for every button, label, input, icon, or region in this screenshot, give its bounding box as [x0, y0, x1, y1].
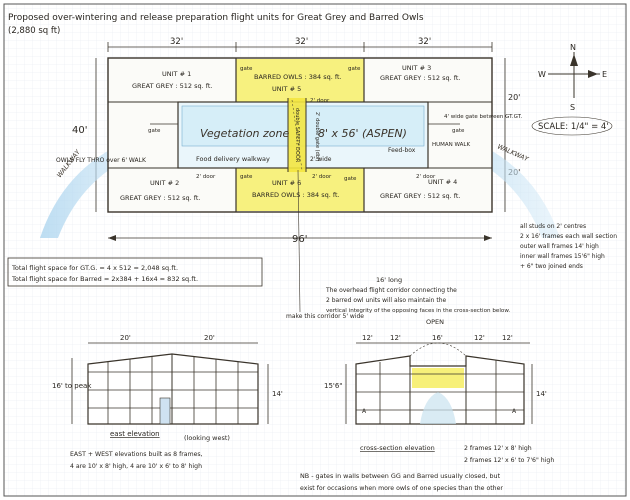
footnote-1: NB - gates in walls between GG and Barre…: [300, 472, 501, 480]
unit-6-label: BARRED OWLS : 384 sq. ft.: [252, 191, 340, 199]
unit-3-name: UNIT # 3: [402, 64, 431, 72]
east-elevation-label: east elevation: [110, 430, 160, 438]
cross-dim-1: 12': [362, 334, 373, 342]
east-dim-2: 20': [204, 334, 215, 342]
unit-1-name: UNIT # 1: [162, 70, 191, 78]
scale-label: SCALE: 1/4" = 4': [538, 122, 609, 132]
compass-w: W: [538, 70, 546, 79]
compass-s: S: [570, 103, 575, 112]
wall-note-4: inner wall frames 15'6" high: [520, 253, 605, 260]
cross-line-1: 2 frames 12' x 8' high: [464, 445, 532, 452]
total-great-grey: Total flight space for GT.G. = 4 x 512 =…: [11, 264, 178, 272]
vegetation-zone-label: Vegetation zone: [200, 127, 289, 140]
unit-3-label: GREAT GREY : 512 sq. ft.: [380, 74, 461, 82]
unit-2-label: GREAT GREY : 512 sq. ft.: [120, 194, 201, 202]
internal-walls: [108, 58, 492, 212]
safety-door-label: double SAFETY DOOR: [294, 108, 300, 163]
top-dimension: [107, 42, 493, 52]
door-1: 2' door: [310, 98, 330, 104]
length-dimension: [108, 235, 492, 241]
wall-note-3: outer wall frames 14' high: [520, 243, 599, 250]
double-gate-label: 2' double gate (dbl): [314, 112, 320, 161]
gate-1: gate: [240, 66, 253, 72]
cross-open: OPEN: [426, 318, 444, 326]
corridor-leader: [297, 169, 301, 313]
dim-right-1: 20': [508, 93, 520, 102]
unit-4-name: UNIT # 4: [428, 178, 457, 186]
wall-note-1: all studs on 2' centres: [520, 223, 586, 230]
wall-note-5: + 6" two joined ends: [520, 263, 583, 270]
human-walk-label: HUMAN WALK: [432, 142, 470, 148]
gate-5: gate: [148, 128, 161, 134]
dim-top-1: 32': [170, 37, 183, 47]
door-4: 2' door: [416, 174, 436, 180]
corridor-line-3: vertical integrity of the opposing faces…: [326, 308, 510, 314]
compass-n: N: [570, 43, 576, 52]
dim-top-2: 32': [295, 37, 308, 47]
gate-3: gate: [240, 174, 253, 180]
east-elevation-sub: (looking west): [184, 434, 230, 442]
east-note-1: EAST + WEST elevations built as 8 frames…: [70, 451, 203, 458]
left-walk-note: OWLS FLY THRO over 6' WALK: [56, 157, 147, 164]
cross-right-height: 14': [536, 390, 547, 398]
total-area: (2,880 sq ft): [8, 26, 60, 36]
cross-open-dim: 16': [432, 334, 443, 342]
east-elevation: [71, 342, 269, 425]
cross-line-2: 2 frames 12' x 6' to 7'6" high: [464, 457, 554, 464]
gate-4: gate: [344, 176, 357, 182]
east-height: 16' to peak: [52, 382, 92, 390]
unit-1-label: GREAT GREY : 512 sq. ft.: [132, 82, 213, 90]
cross-dim-3: 12': [474, 334, 485, 342]
east-note-2: 4 are 10' x 8' high, 4 are 10' x 6' to 8…: [70, 463, 202, 470]
compass-e: E: [602, 70, 607, 79]
wall-note-2: 2 x 16' frames each wall section: [520, 233, 617, 240]
unit-6-fill: [236, 168, 364, 211]
cross-section: [345, 342, 533, 425]
total-barred: Total flight space for Barred = 2x384 + …: [11, 275, 198, 283]
feed-box-label: Feed-box: [388, 147, 416, 154]
unit-5-name: UNIT # 5: [272, 85, 301, 93]
unit-5-label: BARRED OWLS : 384 sq. ft.: [254, 73, 342, 81]
east-right-height: 14': [272, 390, 283, 398]
corridor-line-1: The overhead flight corridor connecting …: [325, 287, 457, 294]
wide-gate-label: 4' wide gate between GT.GT.: [444, 114, 522, 120]
cross-a-right: A: [512, 408, 517, 415]
cross-dim-4: 12': [502, 334, 513, 342]
cross-height: 15'6": [324, 382, 343, 390]
corridor-width-label: 2' wide: [310, 156, 332, 163]
door-3: 2' door: [196, 174, 216, 180]
cross-dim-2: 12': [390, 334, 401, 342]
footnote-2: exist for occasions when more owls of on…: [300, 485, 503, 492]
cross-a-left: A: [362, 408, 367, 415]
door-2: 2' door: [312, 174, 332, 180]
totals-box: [7, 257, 263, 287]
corridor-make: make this corridor 5' wide: [286, 313, 364, 320]
gate-2: gate: [348, 66, 361, 72]
compass-rose: [548, 52, 600, 98]
dim-height: 40': [72, 125, 87, 136]
unit-5-fill: [236, 59, 364, 102]
dim-top-3: 32': [418, 37, 431, 47]
food-delivery-label: Food delivery walkway: [196, 155, 270, 163]
corridor-long: 16' long: [376, 276, 402, 284]
unit-6-name: UNIT # 6: [272, 179, 301, 187]
unit-2-name: UNIT # 2: [150, 179, 179, 187]
dim-total-length: 96': [292, 234, 307, 245]
cross-section-label: cross-section elevation: [360, 444, 435, 452]
unit-4-label: GREAT GREY : 512 sq. ft.: [380, 192, 461, 200]
title: Proposed over-wintering and release prep…: [8, 13, 424, 23]
gate-6: gate: [452, 128, 465, 134]
scale-oval: [531, 116, 613, 136]
vegetation-size-label: 8' x 56' (ASPEN): [318, 127, 407, 140]
corridor-strip: [288, 98, 306, 172]
corridor-line-2: 2 barred owl units will also maintain th…: [326, 297, 447, 304]
east-dim-1: 20': [120, 334, 131, 342]
